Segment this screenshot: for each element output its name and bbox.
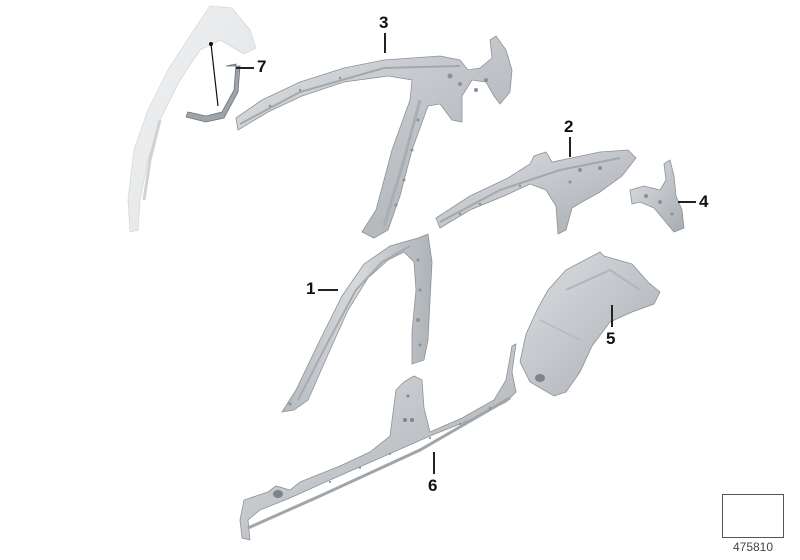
- callout-label-5: 5: [606, 329, 616, 348]
- leader-line-1: [318, 289, 338, 291]
- callout-label-4: 4: [699, 192, 709, 211]
- leader-line-2: [569, 137, 571, 157]
- part-1-pillar[interactable]: [281, 233, 433, 413]
- ghost-part: [127, 5, 257, 233]
- reference-icon-frame: [722, 494, 784, 538]
- reference-number: 475810: [732, 540, 774, 554]
- leader-line-4: [678, 201, 696, 203]
- callout-label-7: 7: [257, 57, 267, 76]
- part-4-bracket[interactable]: [629, 159, 685, 233]
- part-2-rear-roof-rail[interactable]: [435, 149, 637, 235]
- leader-line-5: [611, 305, 613, 327]
- leader-line-6: [433, 452, 435, 474]
- part-3-roof-rail[interactable]: [235, 35, 513, 239]
- part-5-wheel-arch[interactable]: [519, 251, 661, 397]
- leader-line-3: [384, 33, 386, 53]
- part-7-bracket[interactable]: [185, 42, 241, 123]
- callout-label-1: 1: [306, 279, 316, 298]
- callout-label-3: 3: [379, 13, 389, 32]
- part-6-side-sill[interactable]: [239, 343, 517, 541]
- leader-line-7: [236, 67, 254, 69]
- callout-label-2: 2: [564, 117, 574, 136]
- callout-label-6: 6: [428, 476, 438, 495]
